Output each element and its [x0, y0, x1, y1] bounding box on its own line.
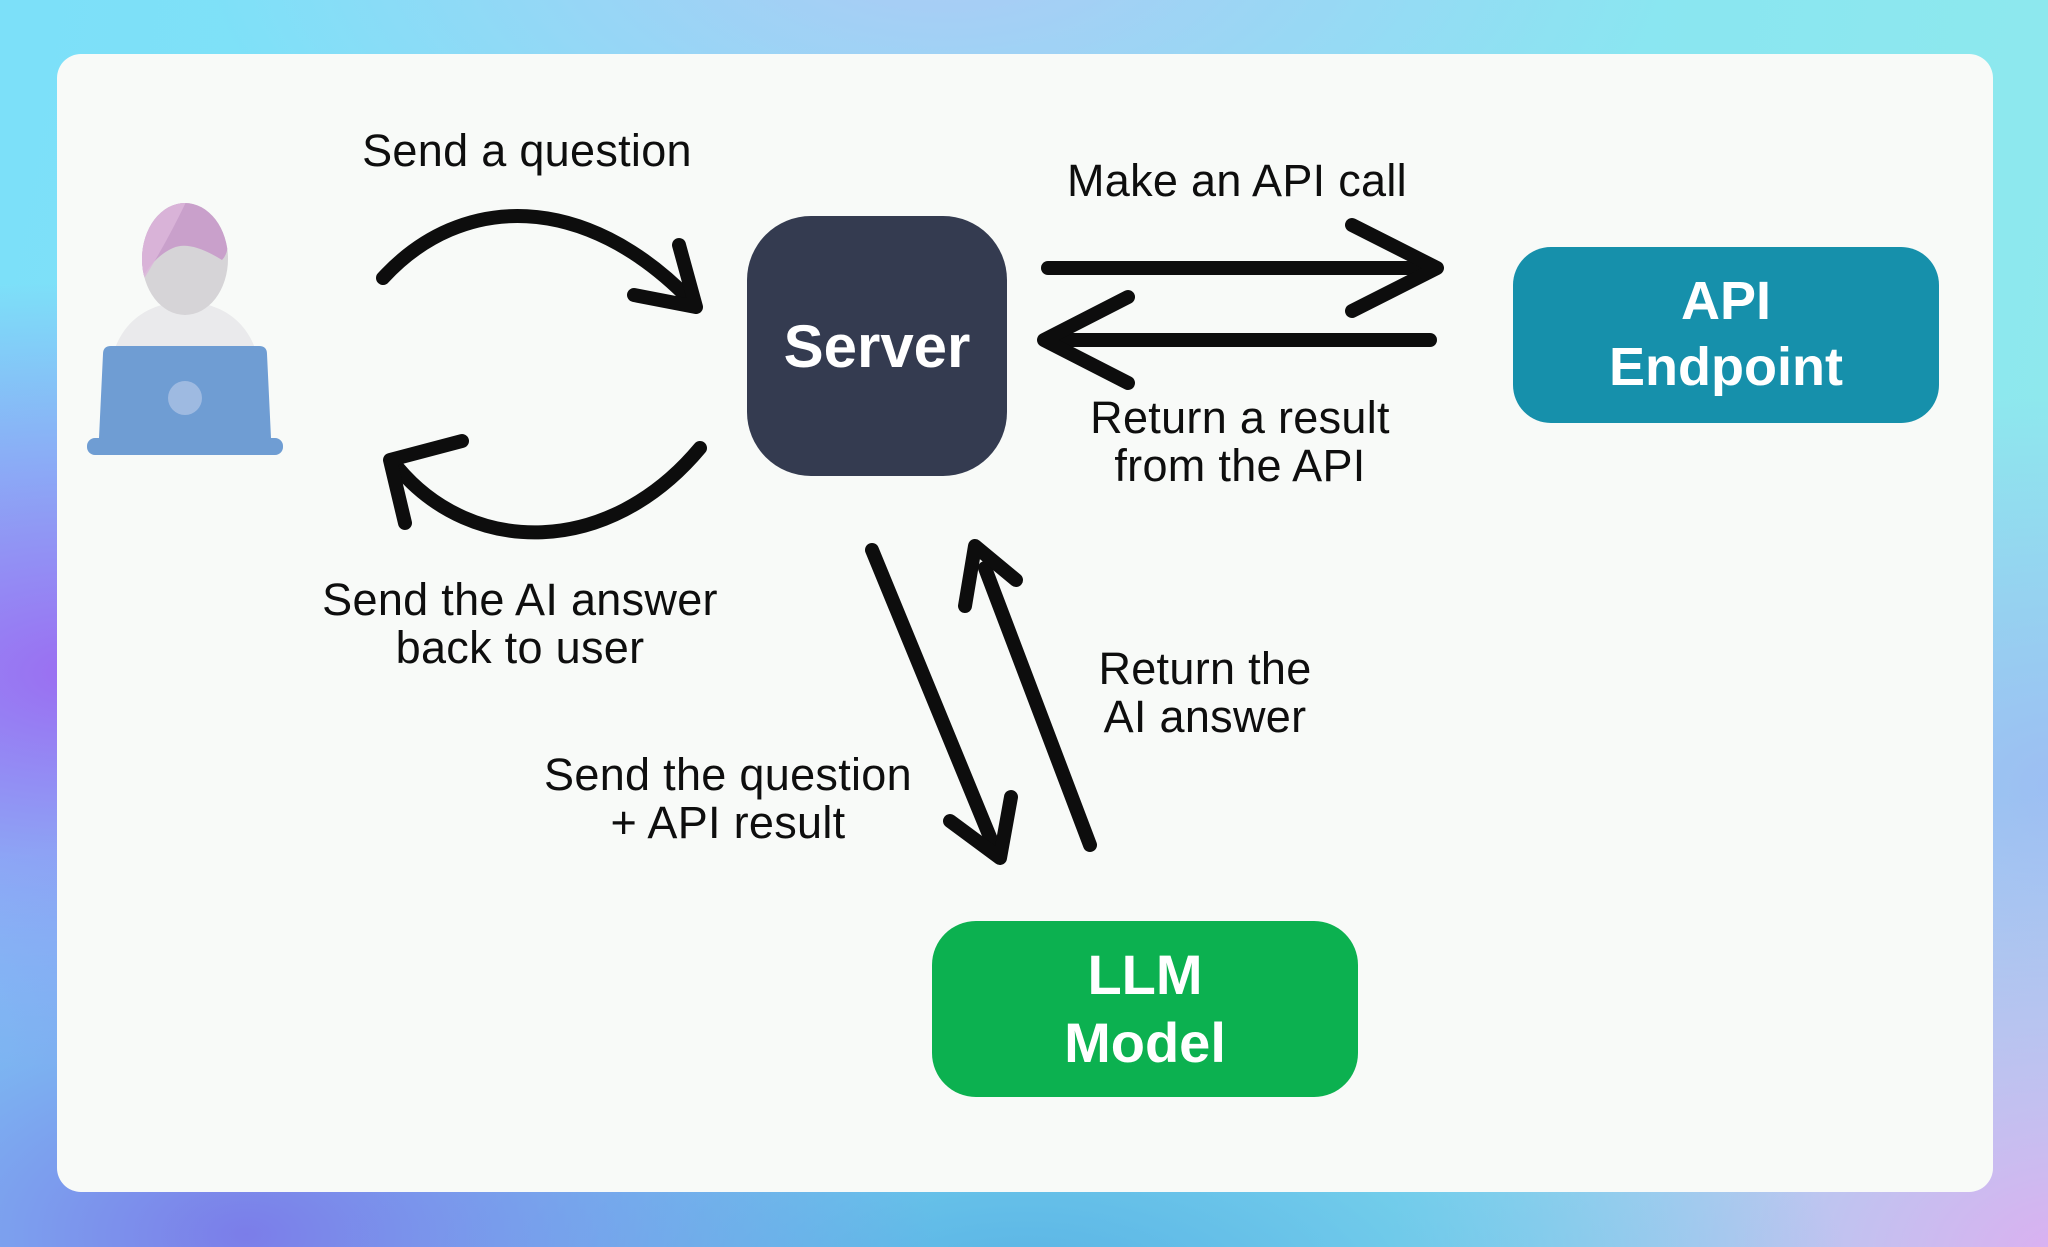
- api-endpoint-node: API Endpoint: [1513, 247, 1939, 423]
- llm-model-node: LLM Model: [932, 921, 1358, 1097]
- server-node-label: Server: [783, 312, 971, 380]
- edge-label-send-ai-answer-back: Send the AI answer back to user: [322, 574, 718, 674]
- arrow-user-to-server-head: [627, 238, 703, 314]
- laptop-base-icon: [87, 438, 283, 455]
- arrow-server-to-api-head: [1345, 218, 1444, 318]
- laptop-logo-icon: [168, 381, 202, 415]
- arrow-api-to-server-head: [1037, 290, 1135, 390]
- edge-label-send-a-question: Send a question: [362, 125, 692, 176]
- edge-label-return-ai-answer: Return the AI answer: [1098, 643, 1312, 743]
- arrow-server-to-llm: [865, 543, 999, 849]
- arrow-server-to-user-head: [383, 434, 469, 530]
- server-node: Server: [747, 216, 1007, 476]
- edge-label-send-question-api-result: Send the question + API result: [544, 749, 912, 849]
- arrow-llm-to-server-head: [958, 539, 1023, 613]
- edge-label-make-an-api-call: Make an API call: [1067, 155, 1407, 206]
- edge-label-return-a-result: Return a result from the API: [1090, 392, 1390, 492]
- llm-model-node-label: LLM Model: [1064, 942, 1226, 1074]
- arrow-user-to-server: [376, 209, 697, 307]
- arrow-llm-to-server: [978, 561, 1097, 852]
- arrow-server-to-user: [391, 441, 707, 540]
- user-icon: [87, 203, 283, 455]
- arrow-server-to-llm-head: [943, 790, 1018, 865]
- api-endpoint-node-label: API Endpoint: [1609, 271, 1843, 397]
